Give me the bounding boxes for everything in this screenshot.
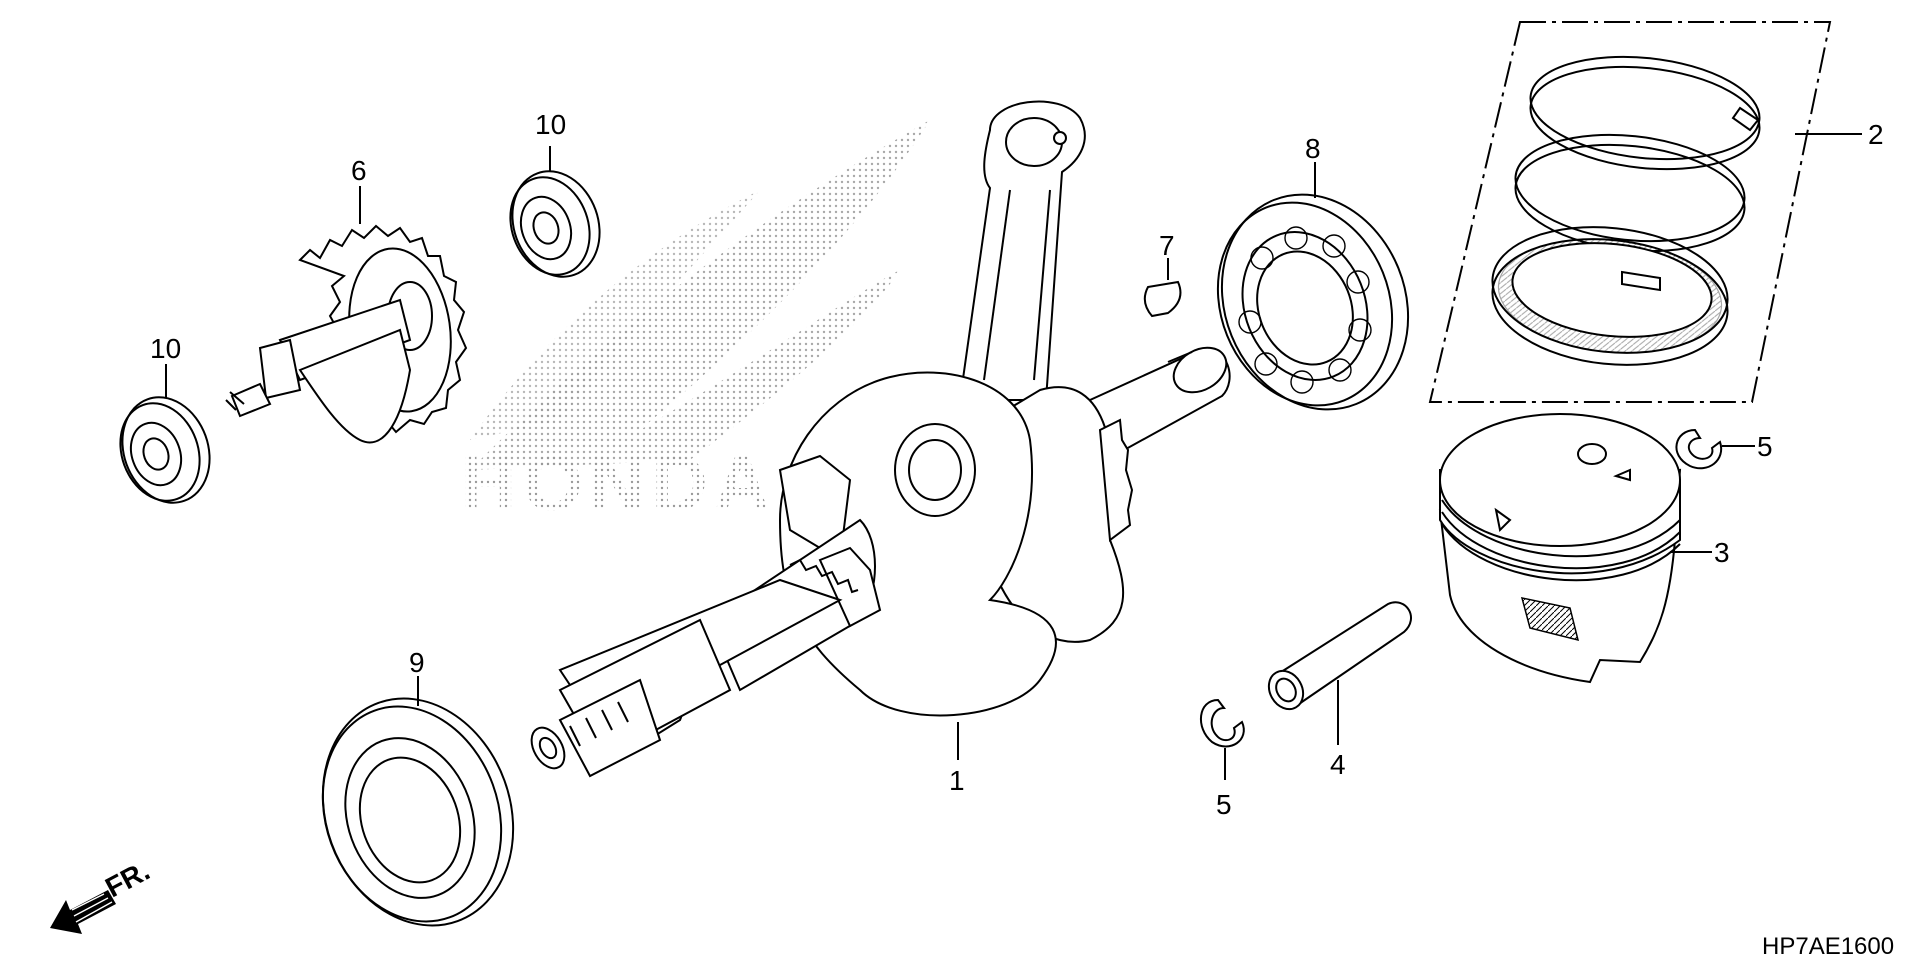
balancer-shaft: 6 bbox=[225, 155, 468, 444]
diagram-code: HP7AE1600 bbox=[1762, 933, 1894, 960]
callout-6: 6 bbox=[351, 155, 367, 186]
callout-8: 8 bbox=[1305, 133, 1321, 164]
callout-5-right: 5 bbox=[1757, 431, 1773, 462]
callout-1: 1 bbox=[949, 765, 965, 796]
honda-wing-logo: HONDA bbox=[460, 120, 930, 527]
piston-ring-set: 2 bbox=[1428, 21, 1884, 403]
callout-4: 4 bbox=[1330, 749, 1346, 780]
callout-3: 3 bbox=[1714, 537, 1730, 568]
piston-pin-clip-left: 5 bbox=[1199, 698, 1245, 820]
callout-9: 9 bbox=[409, 647, 425, 678]
piston-pin-clip-right: 5 bbox=[1675, 428, 1773, 470]
callout-5-left: 5 bbox=[1216, 789, 1232, 820]
woodruff-key: 7 bbox=[1143, 230, 1182, 318]
crankshaft-assembly: 1 bbox=[530, 100, 1231, 796]
callout-7: 7 bbox=[1159, 230, 1175, 261]
balancer-bearing-top: 10 bbox=[509, 109, 601, 278]
front-direction-arrow-icon: FR. bbox=[50, 855, 155, 934]
callout-10-top: 10 bbox=[535, 109, 566, 140]
callout-10-left: 10 bbox=[150, 333, 181, 364]
callout-2: 2 bbox=[1868, 119, 1884, 150]
watermark-text: HONDA bbox=[460, 439, 776, 527]
balancer-bearing-left: 10 bbox=[119, 333, 211, 504]
crankshaft-bearing-left: 9 bbox=[321, 647, 515, 927]
piston-pin: 4 bbox=[1267, 601, 1412, 780]
piston: 3 bbox=[1438, 413, 1730, 684]
crankshaft-bearing-right: 8 bbox=[1216, 133, 1410, 411]
